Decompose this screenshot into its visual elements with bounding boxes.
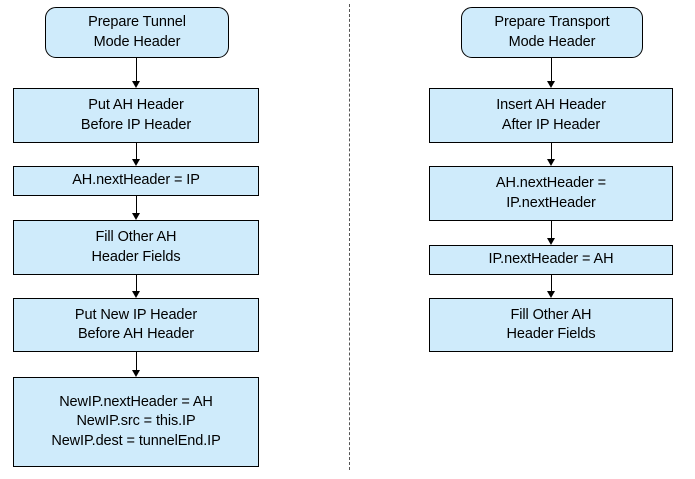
node-tunnel-start[interactable]: Prepare Tunnel Mode Header: [45, 7, 229, 58]
node-line: AH.nextHeader =: [495, 175, 607, 192]
node-line: Put AH Header: [88, 97, 184, 114]
node-tunnel-fill-other[interactable]: Fill Other AH Header Fields: [13, 220, 259, 275]
node-line: AH.nextHeader = IP: [72, 172, 200, 189]
node-transport-ip-nextheader[interactable]: IP.nextHeader = AH: [429, 245, 673, 275]
node-line: After IP Header: [501, 116, 601, 133]
node-transport-start[interactable]: Prepare Transport Mode Header: [461, 7, 643, 58]
node-line: Put New IP Header: [74, 306, 198, 323]
node-line: Mode Header: [508, 33, 596, 50]
node-line: Header Fields: [506, 326, 596, 342]
node-line: IP.nextHeader = AH: [488, 251, 614, 268]
node-tunnel-ah-nextheader[interactable]: AH.nextHeader = IP: [13, 166, 259, 196]
node-tunnel-newip-fields[interactable]: NewIP.nextHeader = AH NewIP.src = this.I…: [13, 377, 259, 467]
node-line: NewIP.src = this.IP: [76, 413, 196, 430]
node-line: Before IP Header: [80, 116, 192, 133]
node-line: Insert AH Header: [496, 97, 606, 114]
node-line: Fill Other AH: [95, 229, 177, 246]
node-line: NewIP.nextHeader = AH: [59, 394, 213, 411]
node-tunnel-put-new-ip[interactable]: Put New IP Header Before AH Header: [13, 298, 259, 352]
node-line: Mode Header: [93, 33, 181, 50]
column-divider: [349, 4, 350, 470]
node-line: Header Fields: [91, 248, 181, 265]
node-line: Fill Other AH: [510, 306, 592, 323]
node-transport-insert-ah-header[interactable]: Insert AH Header After IP Header: [429, 88, 673, 143]
node-line: Prepare Transport: [494, 14, 610, 31]
node-line: Prepare Tunnel: [88, 14, 186, 31]
node-tunnel-put-ah-header[interactable]: Put AH Header Before IP Header: [13, 88, 259, 143]
node-line: IP.nextHeader: [506, 194, 596, 211]
node-line: NewIP.dest = tunnelEnd.IP: [51, 432, 221, 449]
node-line: Before AH Header: [77, 326, 195, 342]
node-transport-fill-other[interactable]: Fill Other AH Header Fields: [429, 298, 673, 352]
node-transport-ah-nextheader[interactable]: AH.nextHeader = IP.nextHeader: [429, 166, 673, 221]
